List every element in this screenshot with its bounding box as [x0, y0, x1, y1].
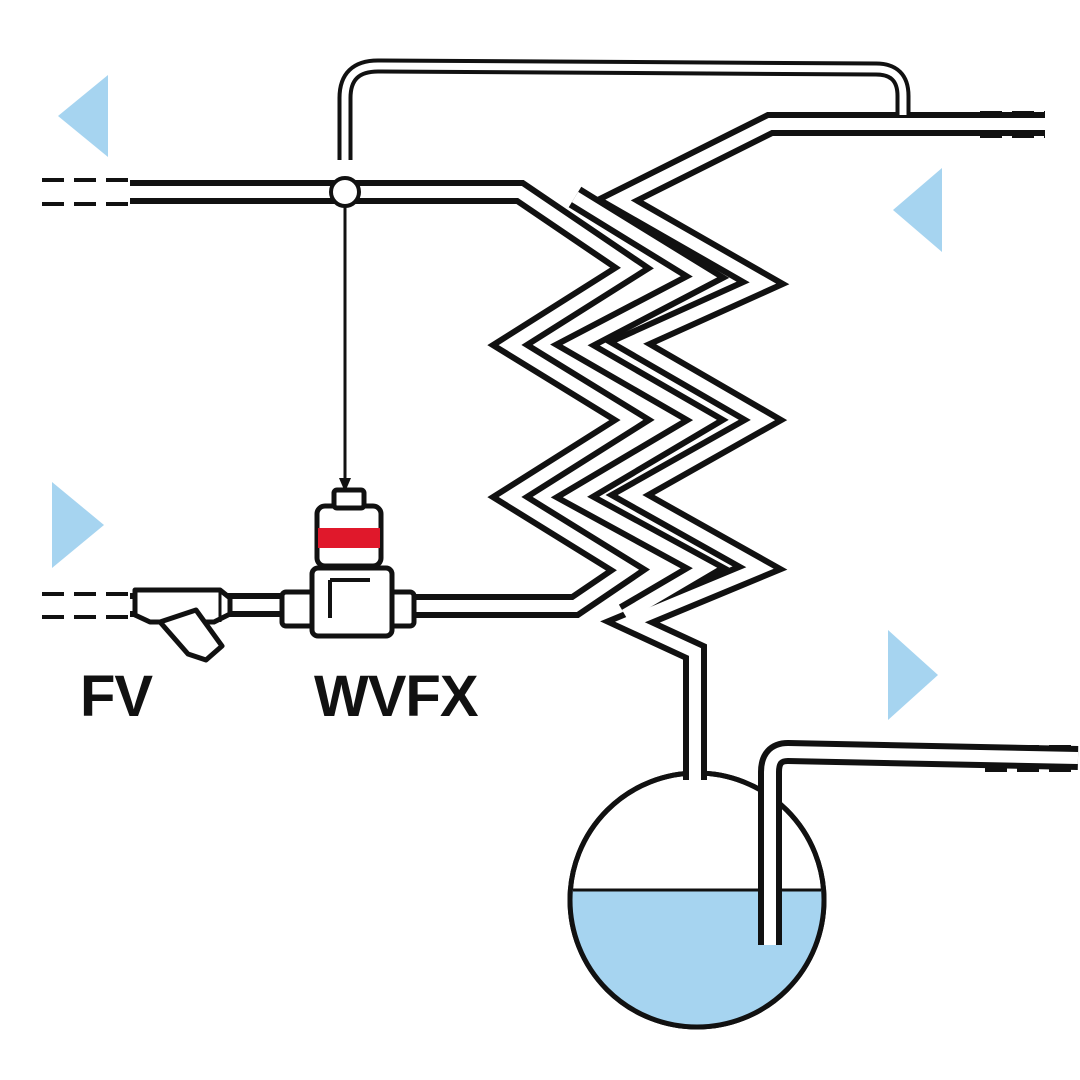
pipes-inner: [130, 62, 1079, 945]
flow-arrow-top-left: [58, 75, 108, 157]
valve-label: WVFX: [314, 664, 479, 729]
flow-arrow-top-right: [893, 168, 942, 252]
valve-wvfx: [279, 487, 417, 639]
flow-arrow-lower-right: [888, 630, 938, 720]
valve-red-band: [318, 528, 380, 548]
filter-fv: [132, 587, 233, 663]
pipe-ends-dashed: [42, 111, 1078, 772]
flow-arrow-mid-left: [52, 482, 104, 568]
capillary-junction: [329, 176, 361, 208]
filter-label: FV: [80, 664, 153, 729]
